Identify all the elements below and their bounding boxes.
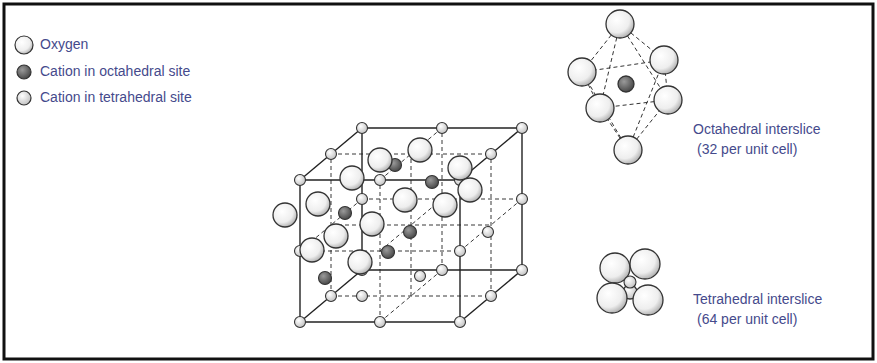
cation-atom [415,271,426,282]
oxygen-atom [306,192,330,216]
lattice-atom [326,291,337,302]
cation-atom [624,276,636,288]
oxygen-atom [606,10,634,38]
legend-label: Oxygen [40,37,88,52]
lattice-atom [295,317,306,328]
cube-edge [460,199,522,251]
oxygen-atom [630,249,660,279]
oxygen-atom [568,58,596,86]
lattice-atom [437,123,448,134]
oxygen-atom [340,166,364,190]
cation-atom [357,291,368,302]
lattice-atom [326,149,337,160]
oxygen-atom [586,94,614,122]
lattice-atom [486,149,497,160]
cation-atom [483,227,494,238]
oxygen-atom [300,238,324,262]
cation-atom [426,176,439,189]
figure-caption: (32 per unit cell) [697,142,797,157]
lattice-atom [437,265,448,276]
tetrahedral-site-figure [597,249,663,315]
oxygen-atom [324,224,348,248]
lattice-atom [486,291,497,302]
legend-sample [15,36,33,54]
oxygen-atom [654,86,682,114]
oxygen-atom [633,285,663,315]
oxygen-atom [273,203,297,227]
lattice-atom [357,123,368,134]
cube-edge [491,154,492,296]
lattice-atom [295,175,306,186]
legend-sample [17,65,31,79]
oxygen-atom [360,212,384,236]
legend-samples [15,36,33,105]
oxygen-atom [614,136,642,164]
oxygen-atom [458,178,482,202]
cube-edge [460,270,522,322]
octahedral-site-figure [568,10,682,164]
lattice-atom [455,246,466,257]
cation-atom [404,226,417,239]
cation-atom [618,76,634,92]
oxygen-atom [393,188,417,212]
legend-sample [17,91,31,105]
figure-caption: Tetrahedral interslice [693,292,822,307]
oxygen-atom [348,250,372,274]
legend-label: Cation in tetrahedral site [40,90,192,105]
oxygen-atom [433,193,457,217]
oxygen-atom [650,46,678,74]
oxygen-atom [597,283,627,313]
cation-atom [319,272,332,285]
lattice-atom [517,123,528,134]
oxygen-atom [368,148,392,172]
lattice-atom [375,175,386,186]
oxygen-atom [408,138,432,162]
frame [4,4,873,359]
lattice-atom [357,194,368,205]
figure-caption: (64 per unit cell) [697,312,797,327]
lattice-atom [517,265,528,276]
lattice-atom [455,317,466,328]
cation-atom [382,246,395,259]
lattice-atom [375,317,386,328]
legend-label: Cation in octahedral site [40,64,190,79]
figure-caption: Octahedral interslice [693,122,821,137]
oxygen-atom [448,156,472,180]
lattice-atom [517,194,528,205]
cation-atom [339,207,352,220]
unit-cell-cube [273,123,528,328]
